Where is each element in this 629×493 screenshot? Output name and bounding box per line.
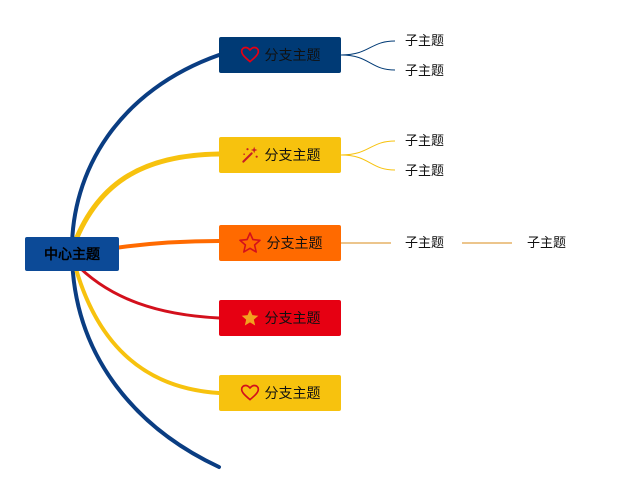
connector-sub-3 — [340, 140, 396, 156]
connector-sub-2 — [340, 54, 396, 71]
subtopic[interactable]: 子主题 — [405, 34, 445, 49]
connector-branch-5 — [72, 260, 221, 395]
subtopic[interactable]: 子主题 — [527, 236, 567, 251]
connector-sub-1 — [340, 40, 396, 56]
branch-topic-1[interactable]: 分支主题 — [219, 37, 341, 73]
heart-icon — [240, 384, 259, 401]
connector-branch-4 — [72, 260, 221, 320]
subtopic[interactable]: 子主题 — [405, 164, 445, 179]
subtopic[interactable]: 子主题 — [405, 236, 445, 251]
magic-wand-icon — [241, 146, 258, 163]
subtopic[interactable]: 子主题 — [405, 134, 445, 149]
branch-topic-label: 分支主题 — [264, 386, 321, 402]
central-topic[interactable]: 中心主题 — [25, 237, 119, 271]
branch-topic-label: 分支主题 — [264, 311, 321, 327]
connector-branch-3 — [113, 239, 221, 250]
star-filled-icon — [241, 309, 258, 326]
branch-topic-label: 分支主题 — [264, 148, 321, 164]
heart-icon — [240, 46, 259, 63]
connector-sub-4 — [340, 154, 396, 171]
connector-branch-2 — [69, 151, 222, 253]
branch-topic-2[interactable]: 分支主题 — [219, 137, 341, 173]
branch-topic-label: 分支主题 — [264, 48, 321, 64]
subtopic[interactable]: 子主题 — [405, 64, 445, 79]
star-outline-icon — [238, 232, 261, 253]
branch-topic-5[interactable]: 分支主题 — [219, 375, 341, 411]
central-topic-label: 中心主题 — [44, 247, 100, 263]
branch-topic-label: 分支主题 — [266, 236, 323, 252]
branch-topic-4[interactable]: 分支主题 — [219, 300, 341, 336]
branch-topic-3[interactable]: 分支主题 — [219, 225, 341, 261]
